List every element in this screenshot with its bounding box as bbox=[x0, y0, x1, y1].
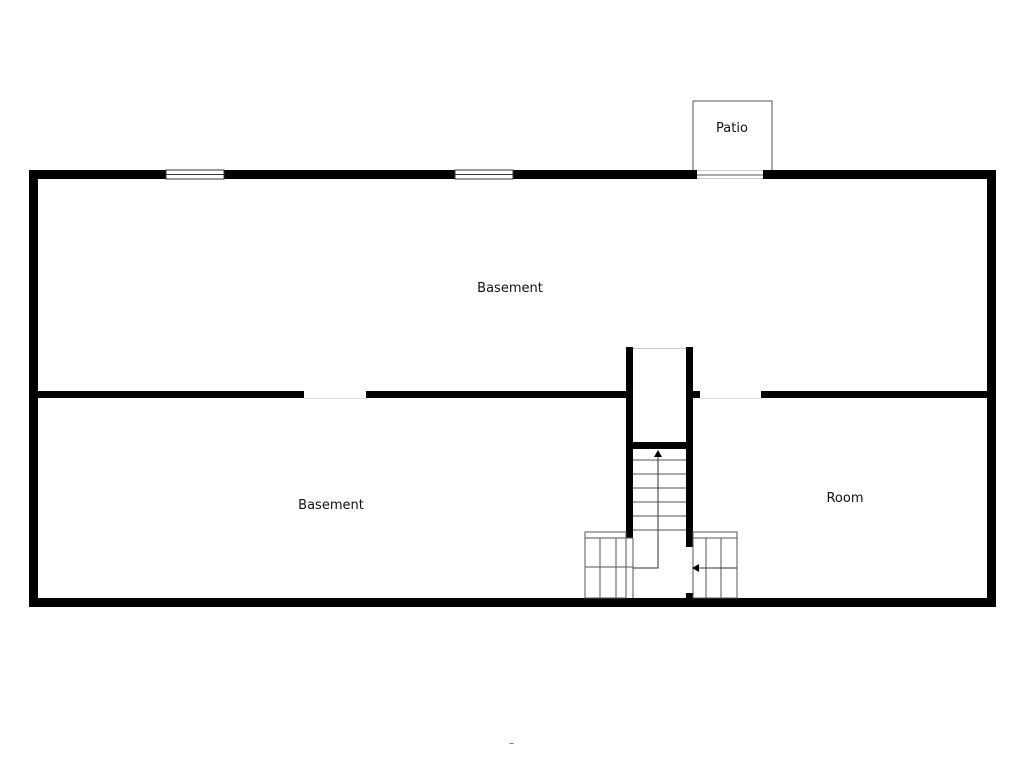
left-wall bbox=[29, 170, 38, 607]
room-label-basement-lower: Basement bbox=[298, 498, 364, 513]
top-wall-seg-4 bbox=[763, 170, 996, 179]
patio-door-opening bbox=[697, 170, 763, 179]
middle-wall-seg-4 bbox=[761, 391, 987, 398]
middle-wall-seg-2 bbox=[366, 391, 626, 398]
room-label-patio: Patio bbox=[716, 121, 748, 136]
stair-treads-main bbox=[633, 459, 686, 531]
right-wall bbox=[987, 170, 996, 607]
stairwell-bottom-stub bbox=[686, 593, 693, 598]
top-wall-seg-1 bbox=[29, 170, 166, 179]
patio-outline bbox=[692, 100, 773, 176]
room-label-room: Room bbox=[826, 491, 863, 506]
middle-wall bbox=[38, 391, 987, 398]
middle-wall-seg-1 bbox=[38, 391, 304, 398]
stairwell-walls bbox=[626, 347, 693, 598]
stairwell-mid-wall bbox=[626, 442, 693, 449]
top-wall-seg-3 bbox=[513, 170, 697, 179]
stair-direction-arrow-up bbox=[633, 450, 662, 569]
outer-walls bbox=[29, 170, 996, 607]
stair-direction-arrow-left bbox=[692, 564, 737, 572]
bottom-wall bbox=[29, 598, 996, 607]
window-left bbox=[165, 169, 225, 180]
footer-mark: – bbox=[509, 738, 514, 749]
stair-landing bbox=[584, 531, 738, 599]
top-wall-seg-2 bbox=[224, 170, 455, 179]
window-middle bbox=[454, 169, 514, 180]
middle-wall-seg-3 bbox=[693, 391, 700, 398]
room-label-basement-upper: Basement bbox=[477, 281, 543, 296]
stairwell-right-wall-lower bbox=[686, 538, 693, 547]
